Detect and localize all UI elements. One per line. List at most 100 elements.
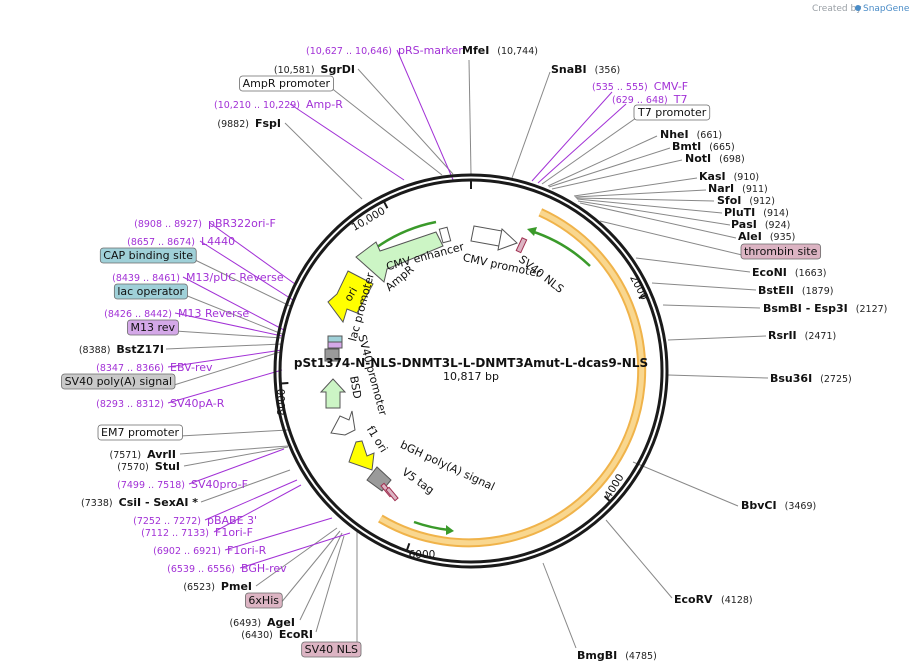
enzyme-name: EcoNI [752, 266, 787, 279]
site-bgh-rev[interactable]: (6539 .. 6556)BGH-rev [167, 562, 287, 575]
feature-ori[interactable] [327, 270, 374, 324]
site-nhei[interactable]: NheI(661) [660, 128, 722, 141]
inner-features [319, 225, 528, 502]
site-t7-promoter[interactable]: T7 promoter [633, 104, 711, 121]
site-rsrii[interactable]: RsrII(2471) [768, 329, 836, 342]
direction-arrowhead-2 [446, 525, 454, 535]
feature-em7[interactable] [330, 410, 356, 436]
primer-range: (6539 .. 6556) [167, 564, 235, 575]
site-box-label: M13 rev [130, 321, 175, 334]
enzyme-position: (665) [709, 142, 735, 153]
site-mfei[interactable]: MfeI (10,744) [462, 44, 538, 57]
site-f1ori-r[interactable]: (6902 .. 6921)F1ori-R [153, 544, 266, 557]
site-t7[interactable]: (629 .. 648)T7 [612, 93, 687, 106]
enzyme-name: BsmBI - Esp3I [763, 302, 848, 315]
enzyme-name: NarI [708, 182, 734, 195]
site-nari[interactable]: NarI (911) [708, 182, 768, 195]
feature-sv40-polya[interactable] [324, 348, 340, 362]
credit-brand[interactable]: SnapGene [863, 4, 910, 14]
enzyme-position: (661) [697, 130, 723, 141]
site-bstz17i[interactable]: BstZ17I(8388) [79, 343, 164, 356]
primer-name: M13 Reverse [178, 307, 249, 320]
site-box [633, 104, 711, 121]
site-snabi[interactable]: SnaBI(356) [551, 63, 620, 76]
feature-6xhis[interactable] [385, 486, 399, 502]
site-ampr-promoter[interactable]: AmpR promoter [239, 75, 334, 92]
enzyme-position: (6430) [241, 630, 273, 641]
primer-range: (7499 .. 7518) [117, 480, 185, 491]
enzyme-position: (4128) [721, 595, 753, 606]
enzyme-name: SnaBI [551, 63, 587, 76]
site-ecori[interactable]: EcoRI(6430) [241, 628, 313, 641]
site-amp-r[interactable]: (10,210 .. 10,229)Amp-R [214, 98, 343, 111]
site-econi[interactable]: EcoNI(1663) [752, 266, 826, 279]
feature-ampr[interactable] [355, 231, 444, 283]
feature-ampr-promoter[interactable] [438, 226, 452, 244]
site-bbvci[interactable]: BbvCI(3469) [741, 499, 816, 512]
site-prs-marker[interactable]: (10,627 .. 10,646)pRS-marker [306, 44, 463, 57]
feature-bsd[interactable] [319, 378, 347, 409]
site-agei[interactable]: AgeI(6493) [229, 616, 295, 629]
site-pluti[interactable]: PluTI(914) [724, 206, 789, 219]
enzyme-position: (698) [719, 154, 745, 165]
enzyme-position: (910) [734, 172, 760, 183]
site-thrombin-site[interactable]: thrombin site [740, 243, 822, 260]
site-sv40-nls-box[interactable]: SV40 NLS [301, 641, 362, 658]
site-lac-operator[interactable]: lac operator [113, 283, 188, 300]
enzyme-position: (914) [763, 208, 789, 219]
label-v5-tag: V5 tag [400, 465, 437, 496]
enzyme-name: AvrII [147, 448, 176, 461]
site-pmei[interactable]: PmeI(6523) [183, 580, 252, 593]
label-ori: ori [342, 285, 360, 304]
site-pasi[interactable]: PasI(924) [731, 218, 790, 231]
site-sv40pro-f[interactable]: (7499 .. 7518)SV40pro-F [117, 478, 248, 491]
site-bsteii[interactable]: BstEII(1879) [758, 284, 833, 297]
enzyme-position: (8388) [79, 345, 111, 356]
primer-name: SV40pA-R [170, 397, 225, 410]
enzyme-name: MfeI [462, 44, 489, 57]
site-cap-binding-site[interactable]: CAP binding site [99, 247, 197, 264]
site-bsmbi[interactable]: BsmBI - Esp3I(2127) [763, 302, 887, 315]
site-l4440[interactable]: (8657 .. 8674)L4440 [127, 235, 235, 248]
site-sv40-polya[interactable]: SV40 poly(A) signal [61, 373, 176, 390]
site-bmgbi[interactable]: BmgBI(4785) [577, 649, 657, 662]
site-bsu36i[interactable]: Bsu36I(2725) [770, 372, 852, 385]
site-f1ori-f[interactable]: (7112 .. 7133)F1ori-F [141, 526, 253, 539]
feature-sv40-nls-marker[interactable] [515, 237, 528, 254]
site-m13-rev[interactable]: M13 rev [127, 319, 179, 336]
enzyme-position: (7571) [110, 450, 142, 461]
enzyme-name: BmgBI [577, 649, 617, 662]
site-6xhis[interactable]: 6xHis [245, 592, 283, 609]
site-sfoi[interactable]: SfoI(912) [717, 194, 775, 207]
site-m13-puc-reverse[interactable]: (8439 .. 8461)M13/pUC Reverse [112, 271, 284, 284]
site-noti[interactable]: NotI(698) [685, 152, 745, 165]
site-bmti[interactable]: BmtI(665) [672, 140, 735, 153]
site-ebv-rev[interactable]: (8347 .. 8366)EBV-rev [96, 361, 213, 374]
feature-m13-rev[interactable] [327, 341, 343, 349]
enzyme-position: (10,581) [274, 65, 315, 76]
primer-range: (535 .. 555) [592, 82, 648, 93]
site-csii[interactable]: CsiI - SexAI *(7338) [81, 496, 198, 509]
enzyme-position: (10,744) [497, 46, 538, 57]
site-box [239, 75, 334, 92]
site-box [99, 247, 197, 264]
site-ecorv[interactable]: EcoRV(4128) [674, 593, 753, 606]
site-cmv-f[interactable]: (535 .. 555)CMV-F [592, 80, 688, 93]
site-avrii[interactable]: AvrII (7571) [110, 448, 177, 461]
enzyme-position: (911) [742, 184, 768, 195]
backbone-outer-strand [273, 173, 669, 569]
direction-arrow-2 [413, 520, 450, 532]
site-kasi[interactable]: KasI(910) [699, 170, 759, 183]
feature-cmv-enhancer[interactable] [470, 225, 503, 247]
site-m13-reverse[interactable]: (8426 .. 8442)M13 Reverse [104, 307, 249, 320]
site-em7-promoter[interactable]: EM7 promoter [97, 424, 183, 441]
site-stui[interactable]: StuI(7570) [117, 460, 180, 473]
site-pbabe-3[interactable]: (7252 .. 7272)pBABE 3' [133, 514, 257, 527]
feature-lac-operator[interactable] [327, 335, 343, 343]
site-alei[interactable]: AleI(935) [738, 230, 795, 243]
site-sv40pa-r[interactable]: (8293 .. 8312)SV40pA-R [96, 397, 225, 410]
site-sgrdi[interactable]: SgrDI(10,581) [274, 63, 355, 76]
site-pbr322ori-f[interactable]: (8908 .. 8927)pBR322ori-F [134, 217, 276, 230]
feature-f1-ori[interactable] [348, 440, 375, 471]
site-fspi[interactable]: FspI(9882) [217, 117, 281, 130]
